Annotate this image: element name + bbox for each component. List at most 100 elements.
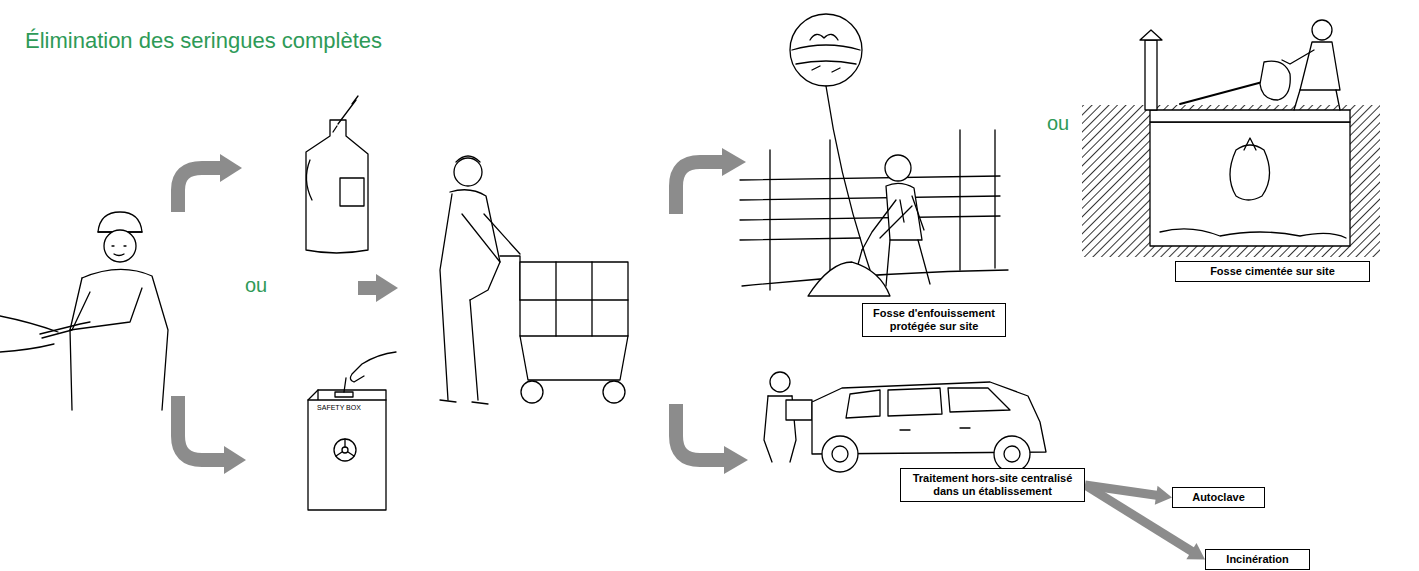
cemented-pit [1312,20,1332,40]
waste-cart [440,400,488,404]
cemented-pit [1150,110,1350,122]
burial-pit [740,8,1010,303]
label-box: Incinération [1205,549,1310,570]
waste-cart [521,381,543,403]
connector-line [1085,485,1158,496]
box-text: Fosse cimentée sur site [1182,265,1363,278]
safety-box [308,390,386,400]
transport-vehicle [846,388,1010,418]
cemented-pit [1082,105,1380,257]
burial-pit [886,240,930,286]
safety-box [344,378,346,392]
safety-box [334,439,356,461]
cemented-pit [1082,20,1380,257]
burial-pit [740,8,1010,303]
transport-vehicle [900,428,970,430]
safety-box [342,447,348,453]
cemented-pit [1160,229,1346,238]
burial-pit [770,130,995,290]
flow-arrows [676,162,724,214]
flow-arrows [676,404,726,460]
or-text: ou [245,274,267,297]
cemented-pit [1294,90,1340,110]
transport-vehicle [770,372,790,392]
injecting-worker [0,200,206,412]
cemented-pit [1140,30,1162,40]
burial-pit [792,45,860,64]
flow-arrowheads [724,446,748,474]
transport-vehicle [786,400,812,420]
flow-arrows [178,168,222,212]
box-text: Traitement hors-site centralisé dans un … [907,472,1078,498]
illustration-stroke [0,8,1380,510]
box-text: Incinération [1212,553,1303,566]
cemented-pit [1145,40,1157,110]
transport-vehicle [994,436,1030,472]
burial-pit [790,14,862,86]
label-box: Traitement hors-site centralisé dans un … [900,468,1085,502]
transport-vehicle [768,395,792,396]
injecting-worker [0,200,206,412]
label-box: Fosse d'enfouissement protégée sur site [862,303,1006,337]
label-box: Fosse cimentée sur site [1175,261,1370,282]
waste-cart [454,158,482,186]
waste-cart [456,156,480,162]
injecting-worker [82,269,168,410]
diagram-title: Élimination des seringues complètes [25,28,382,54]
flow-arrowheads [220,154,242,182]
arrow-head [1155,486,1172,505]
cemented-pit [1282,50,1314,64]
burial-pit [885,155,911,181]
cemented-pit [1300,42,1340,90]
safety-box [336,439,354,456]
sharps-bottle [333,96,358,132]
waste-cart [603,381,625,403]
flow-arrows [178,162,726,460]
transport-vehicle [832,446,848,462]
transport-vehicle [1004,446,1020,462]
box-text: Autoclave [1179,491,1258,504]
waste-cart [520,262,628,336]
waste-cart [520,336,628,380]
burial-pit [862,200,912,250]
sharps-bottle [340,178,364,206]
cemented-pit [1260,61,1290,100]
waste-cart [440,194,478,400]
transport-vehicle [822,436,858,472]
waste-cart [520,262,628,336]
flow-arrows [178,396,226,460]
cemented-pit [1244,138,1256,150]
safety-box [308,390,386,510]
cemented-pit [1230,145,1270,200]
sharps-bottle [306,120,368,253]
burial-pit [826,86,870,270]
waste-cart [450,190,500,300]
flow-arrowheads [220,148,748,474]
safety-box [335,392,353,397]
flow-arrowheads [722,148,746,176]
arrow-head [1186,543,1205,560]
or-text: ou [1047,112,1069,135]
injecting-worker [0,316,58,352]
burial-pit [900,196,924,230]
safety-box [350,352,396,382]
burial-pit [886,183,922,240]
transport-vehicle [764,372,1046,472]
cemented-pit [1150,122,1350,246]
box-inscription: SAFETY BOX [315,404,363,412]
waste-cart [440,156,628,404]
burial-pit [808,262,890,296]
safety-box [308,352,396,510]
sharps-bottle [306,96,368,253]
injecting-worker [112,246,126,256]
waste-cart [462,214,520,262]
cemented-pit [1180,80,1270,104]
waste-cart [500,256,520,300]
flow-arrows [358,281,378,295]
injecting-worker [104,230,136,262]
injecting-worker [70,278,82,410]
box-text: Fosse d'enfouissement protégée sur site [869,307,999,333]
